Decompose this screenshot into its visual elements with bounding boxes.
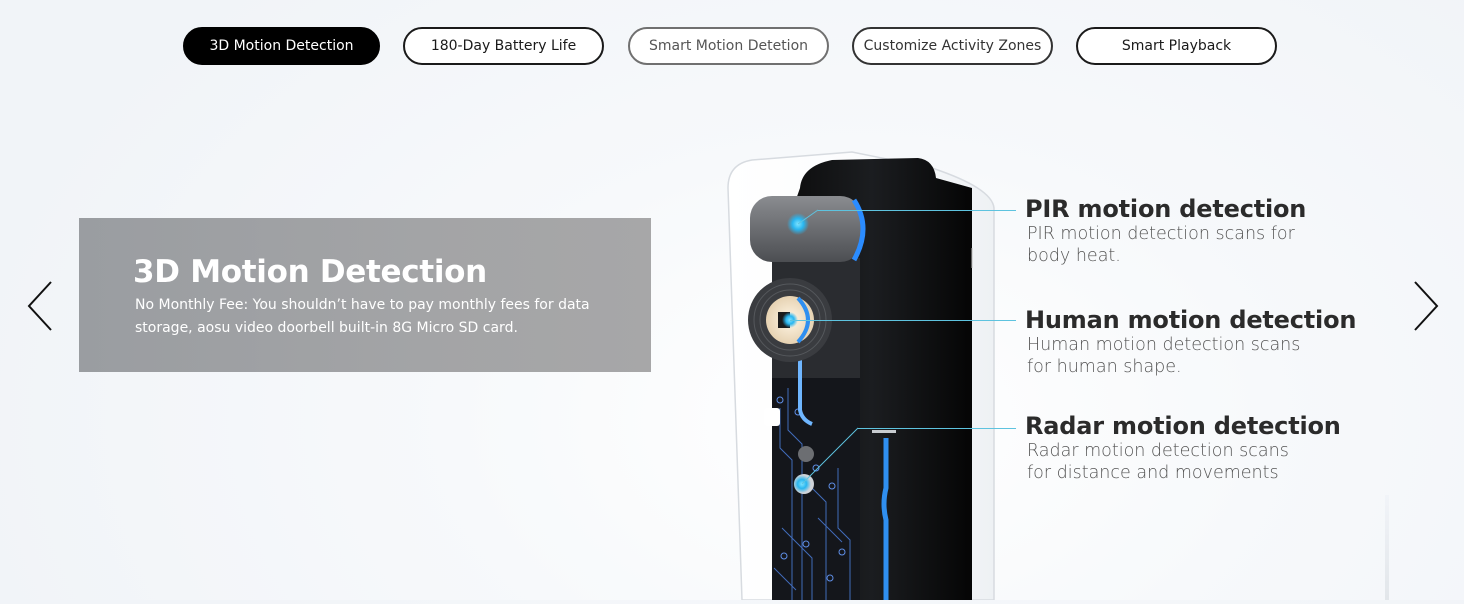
feature-desc-line: Human motion detection scans bbox=[1027, 335, 1301, 355]
chevron-right-icon bbox=[1414, 281, 1439, 331]
feature-title: Radar motion detection bbox=[1025, 412, 1341, 440]
feature-desc-line: PIR motion detection scans for bbox=[1027, 224, 1295, 244]
chevron-left-icon bbox=[27, 281, 52, 331]
edge-divider bbox=[1385, 495, 1389, 600]
carousel-next-button[interactable] bbox=[1406, 276, 1446, 336]
human-leader-line bbox=[790, 320, 1016, 321]
feature-desc-line: body heat. bbox=[1027, 246, 1121, 266]
feature-human: Human motion detection Human motion dete… bbox=[1025, 306, 1356, 378]
slide-title: 3D Motion Detection bbox=[133, 254, 487, 290]
slide-description: No Monthly Fee: You shouldn’t have to pa… bbox=[135, 297, 590, 336]
feature-desc-line: for human shape. bbox=[1027, 357, 1182, 377]
feature-title: Human motion detection bbox=[1025, 306, 1357, 334]
tab-smart-playback[interactable]: Smart Playback bbox=[1076, 27, 1277, 65]
tab-smart-motion-detection[interactable]: Smart Motion Detetion bbox=[628, 27, 829, 65]
slide-caption-panel: 3D Motion Detection No Monthly Fee: You … bbox=[79, 218, 651, 372]
feature-desc-line: for distance and movements bbox=[1027, 463, 1279, 483]
tab-customize-activity-zones[interactable]: Customize Activity Zones bbox=[852, 27, 1053, 65]
feature-tab-bar: 3D Motion Detection 180-Day Battery Life… bbox=[0, 27, 1464, 67]
feature-pir: PIR motion detection PIR motion detectio… bbox=[1025, 195, 1306, 267]
doorbell-cutaway-illustration bbox=[722, 148, 1002, 601]
feature-radar: Radar motion detection Radar motion dete… bbox=[1025, 412, 1341, 484]
pir-leader-line bbox=[818, 210, 1016, 211]
carousel-prev-button[interactable] bbox=[20, 276, 60, 336]
tab-180-day-battery-life[interactable]: 180-Day Battery Life bbox=[403, 27, 604, 65]
radar-leader-line bbox=[858, 428, 1016, 429]
tab-3d-motion-detection[interactable]: 3D Motion Detection bbox=[183, 27, 380, 65]
feature-title: PIR motion detection bbox=[1025, 195, 1307, 223]
feature-desc-line: Radar motion detection scans bbox=[1027, 441, 1289, 461]
